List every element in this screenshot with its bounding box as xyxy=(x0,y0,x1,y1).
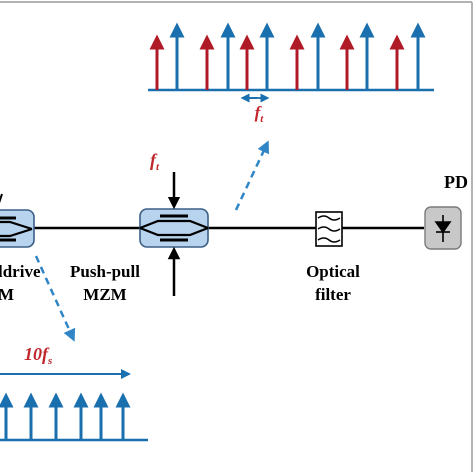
mach-zehnder-modulator-icon xyxy=(139,214,209,242)
mach-zehnder-modulator-icon xyxy=(0,216,33,242)
push-pull-label: Push-pull MZM xyxy=(70,262,140,304)
bottom-spectrum: 10fs xyxy=(0,344,148,442)
svg-text:MZM: MZM xyxy=(83,285,126,304)
svg-text:Push-pull: Push-pull xyxy=(70,262,140,281)
fs-label: 10fs xyxy=(24,344,52,367)
top-spectrum: ft xyxy=(148,22,434,125)
svg-text:M: M xyxy=(0,285,14,304)
top-spectrum-lines xyxy=(149,22,426,90)
optical-filter-icon xyxy=(317,215,341,243)
ft-spacing-label: ft xyxy=(255,103,265,125)
svg-text:Optical: Optical xyxy=(306,262,360,281)
dashed-arrow-to-top-spectrum xyxy=(234,140,270,211)
pd-label: PD xyxy=(444,172,468,192)
dual-drive-mzm xyxy=(0,209,35,248)
push-pull-mzm xyxy=(139,208,209,248)
dashed-arrow-to-bottom-spectrum xyxy=(34,255,76,342)
photodiode-icon xyxy=(434,215,452,242)
svg-text:ldrive: ldrive xyxy=(0,262,41,281)
dual-drive-label: ldrive M xyxy=(0,262,41,304)
dual-drive-rf-arrow xyxy=(0,193,3,204)
optical-filter xyxy=(315,211,343,247)
optical-filter-label: Optical filter xyxy=(306,262,360,304)
ft-rf-label: ft xyxy=(150,150,160,173)
svg-text:filter: filter xyxy=(315,285,351,304)
bottom-spectrum-lines xyxy=(0,392,131,440)
photodiode xyxy=(424,206,462,250)
